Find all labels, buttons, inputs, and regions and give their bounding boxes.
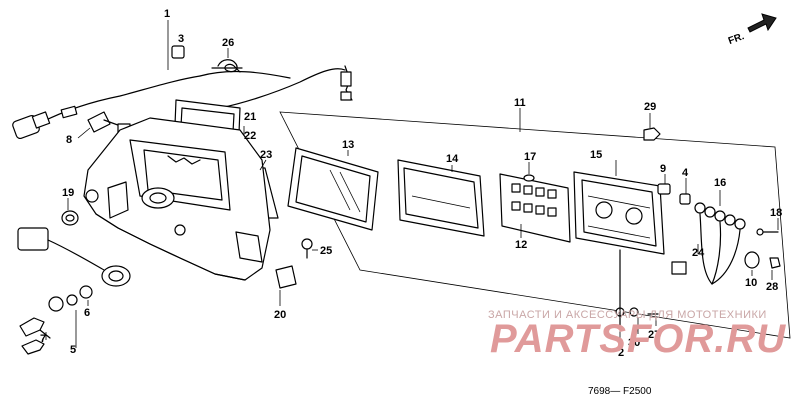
callout-4: 4 [682,167,689,179]
grommet-part-19 [61,210,79,226]
callout-numbers: 1 2 3 4 5 6 7 8 9 10 11 12 13 14 15 16 1… [40,8,782,359]
callout-26: 26 [222,37,234,49]
callout-23: 23 [260,149,272,161]
callout-18: 18 [770,207,782,219]
callout-21: 21 [244,111,256,123]
watermark: ЗАПЧАСТИ И АКСЕССУАРЫ ДЛЯ МОТОТЕХНИКИ PA… [488,309,786,361]
callout-16: 16 [714,177,726,189]
callout-1: 1 [164,8,170,20]
front-direction-arrow: FR. [727,13,777,47]
callout-13: 13 [342,139,354,151]
leader-lines [45,20,779,348]
callout-22: 22 [244,130,256,142]
screw-part-25 [301,238,313,259]
callout-2: 2 [618,347,624,359]
meter-housing [83,117,271,281]
callout-6: 6 [84,307,90,319]
callout-19: 19 [62,187,74,199]
callout-14: 14 [446,153,459,165]
meter-body-part-15 [573,171,665,255]
callout-28: 28 [766,281,778,293]
speedometer-cable-part [12,45,353,140]
nut-part-29 [643,127,661,141]
indicator-panel-part-12 [499,173,571,243]
callout-5: 5 [70,344,76,356]
socket-part-4 [679,193,691,205]
callout-17: 17 [524,151,536,163]
callout-30: 30 [628,337,640,349]
bulb-part-17 [523,174,535,182]
watermark-text-line: ЗАПЧАСТИ И АКСЕССУАРЫ ДЛЯ МОТОТЕХНИКИ [488,309,767,321]
callout-25: 25 [320,245,332,257]
callout-27: 27 [648,329,660,341]
callout-12: 12 [515,239,527,251]
hardware-parts-2-27-30 [615,249,659,331]
nut-part-28 [769,257,781,269]
diagram-code: 7698— F2500 [588,386,652,397]
clip-part-26 [211,59,243,73]
callout-24: 24 [692,247,705,259]
grommet-part-10 [744,251,760,269]
watermark-logo: PARTSFOR.RU [490,317,786,361]
front-direction-label: FR. [727,31,746,47]
socket-part-9 [657,183,671,195]
wire-harness-part-16 [671,202,746,285]
callout-11: 11 [514,97,526,109]
meter-case-part-14 [397,159,485,237]
ignition-switch-assembly [17,227,131,355]
callout-29: 29 [644,101,656,113]
screw-part-18 [756,228,779,236]
callout-8: 8 [66,134,72,146]
callout-9: 9 [660,163,666,175]
callout-3: 3 [178,33,184,45]
meter-lens-part-13 [287,147,379,231]
callout-10: 10 [745,277,757,289]
callout-20: 20 [274,309,286,321]
callout-15: 15 [590,149,602,161]
callout-7: 7 [40,333,46,345]
pad-part-20 [275,265,297,289]
